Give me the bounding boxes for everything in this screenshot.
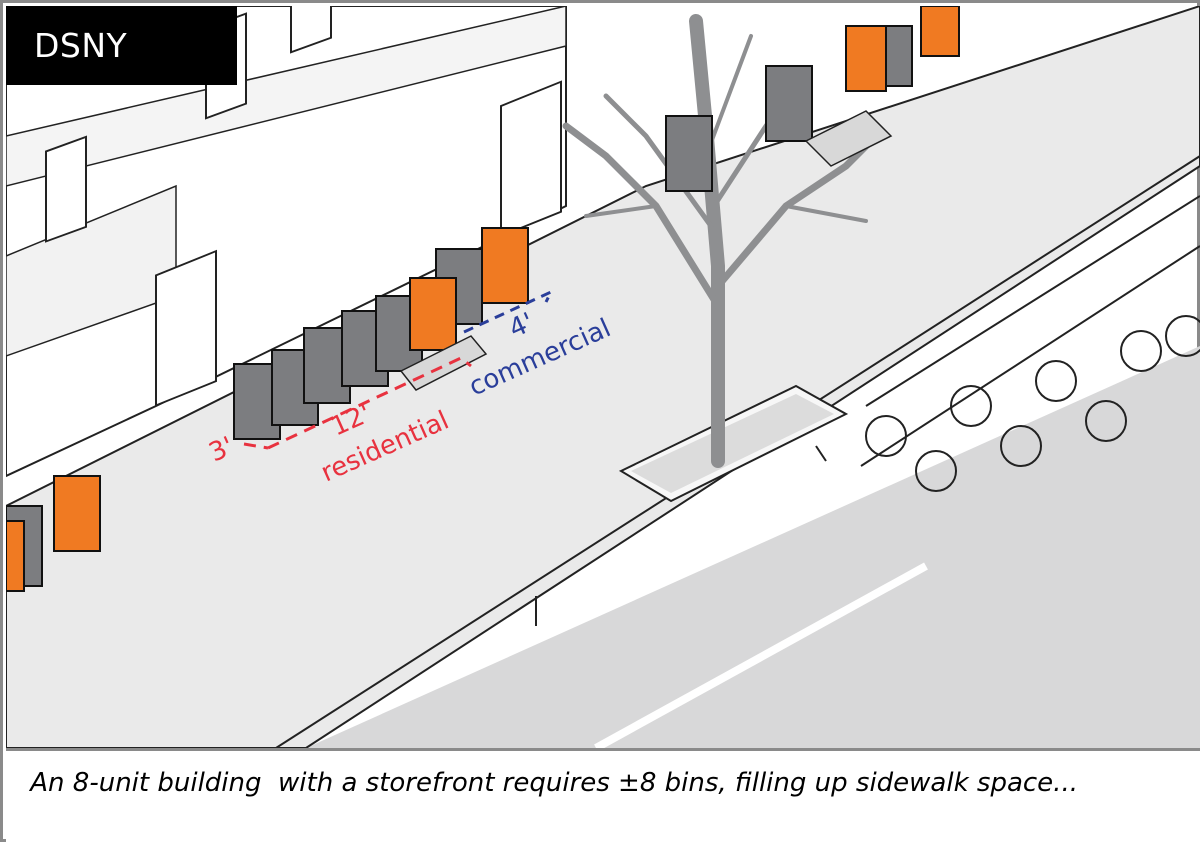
door <box>155 249 217 407</box>
caption-text: An 8-unit building with a storefront req… <box>22 768 1078 798</box>
window <box>45 135 87 243</box>
street-illustration: 3' 12' residential 4' commercial <box>6 6 1200 748</box>
storefront-door <box>500 80 562 238</box>
residential-dimension <box>243 356 472 450</box>
sidewalk <box>6 6 1200 748</box>
caption-bar: An 8-unit building with a storefront req… <box>6 748 1200 842</box>
residential-bin <box>233 248 483 440</box>
commercial-bin <box>409 227 529 351</box>
brand-tag: DSNY <box>6 6 237 85</box>
bike-share-dock <box>860 195 1200 492</box>
lane-marking <box>594 562 928 748</box>
commercial-dimension <box>463 288 555 334</box>
brand-label: DSNY <box>34 26 128 65</box>
roadway <box>306 346 1200 748</box>
window <box>290 6 332 54</box>
